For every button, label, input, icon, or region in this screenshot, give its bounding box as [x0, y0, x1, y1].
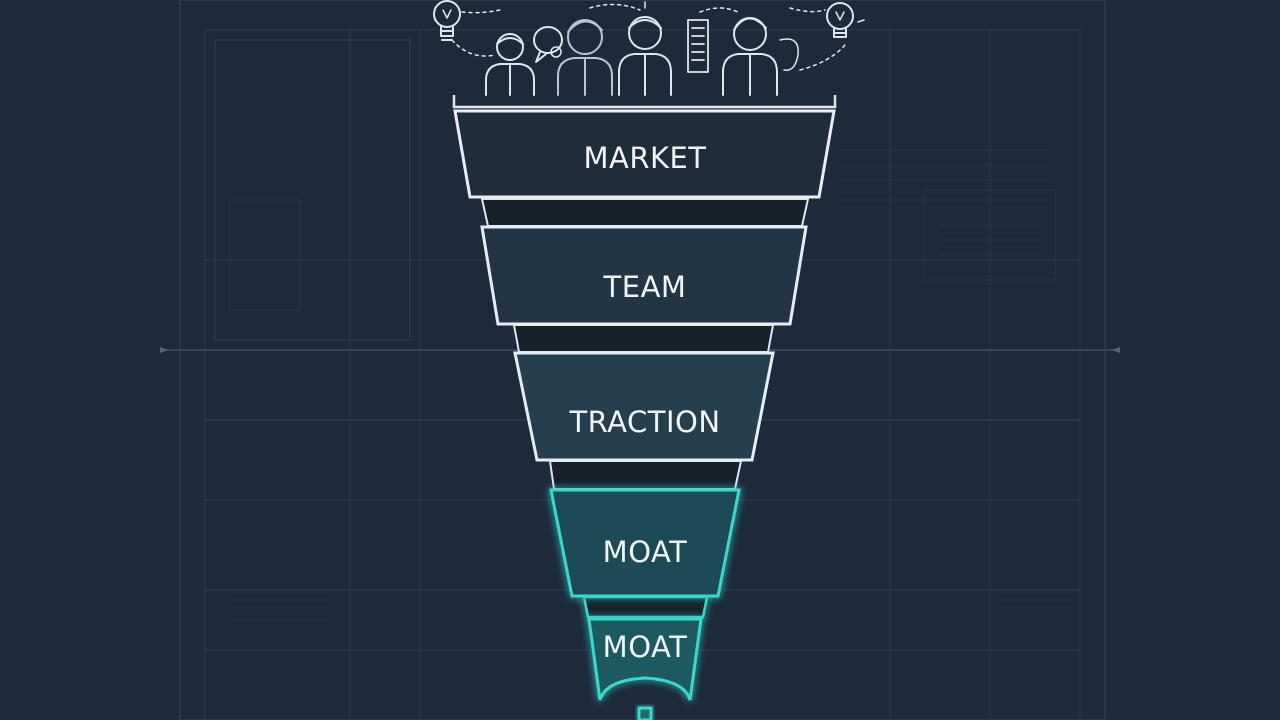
funnel-connector	[548, 460, 743, 490]
dotted-connector	[789, 7, 826, 13]
funnel-rim	[452, 95, 837, 109]
funnel-stage-team	[480, 225, 808, 326]
dotted-connector	[589, 3, 641, 11]
funnel-stages	[453, 109, 836, 720]
document-stack-icon	[687, 19, 709, 73]
dotted-connector	[461, 9, 501, 14]
funnel-connector	[512, 324, 775, 353]
stage-label-market: MARKET	[583, 141, 706, 175]
axis-arrow-markers	[160, 347, 1120, 353]
funnel-stage-market	[453, 109, 836, 199]
person-icon	[618, 1, 672, 96]
dotted-connector	[799, 44, 846, 71]
funnel-stage-traction	[513, 351, 775, 462]
stage-label-moat: MOAT	[603, 535, 688, 569]
person-icon	[557, 19, 613, 96]
stage-label-traction: TRACTION	[568, 405, 720, 439]
person-icon	[722, 17, 778, 96]
lightbulb-icon	[826, 2, 865, 38]
funnel-labels: MARKET TEAM TRACTION MOAT MOAT	[568, 141, 720, 664]
speech-bubble-icon	[533, 26, 563, 63]
funnel-stage-moat	[549, 488, 741, 598]
top-icons	[433, 0, 865, 96]
funnel-stage-moat-bottom	[587, 617, 703, 701]
funnel-connector	[480, 198, 810, 227]
dotted-connector	[699, 7, 739, 13]
funnel-connector	[582, 595, 709, 619]
curve-connector	[779, 38, 799, 71]
stage-label-team: TEAM	[603, 270, 687, 304]
dotted-connector	[451, 39, 496, 57]
lightbulb-icon	[433, 0, 461, 41]
funnel-spout	[637, 706, 653, 720]
stage-label-moat-bottom: MOAT	[603, 630, 688, 664]
person-icon	[485, 33, 535, 96]
